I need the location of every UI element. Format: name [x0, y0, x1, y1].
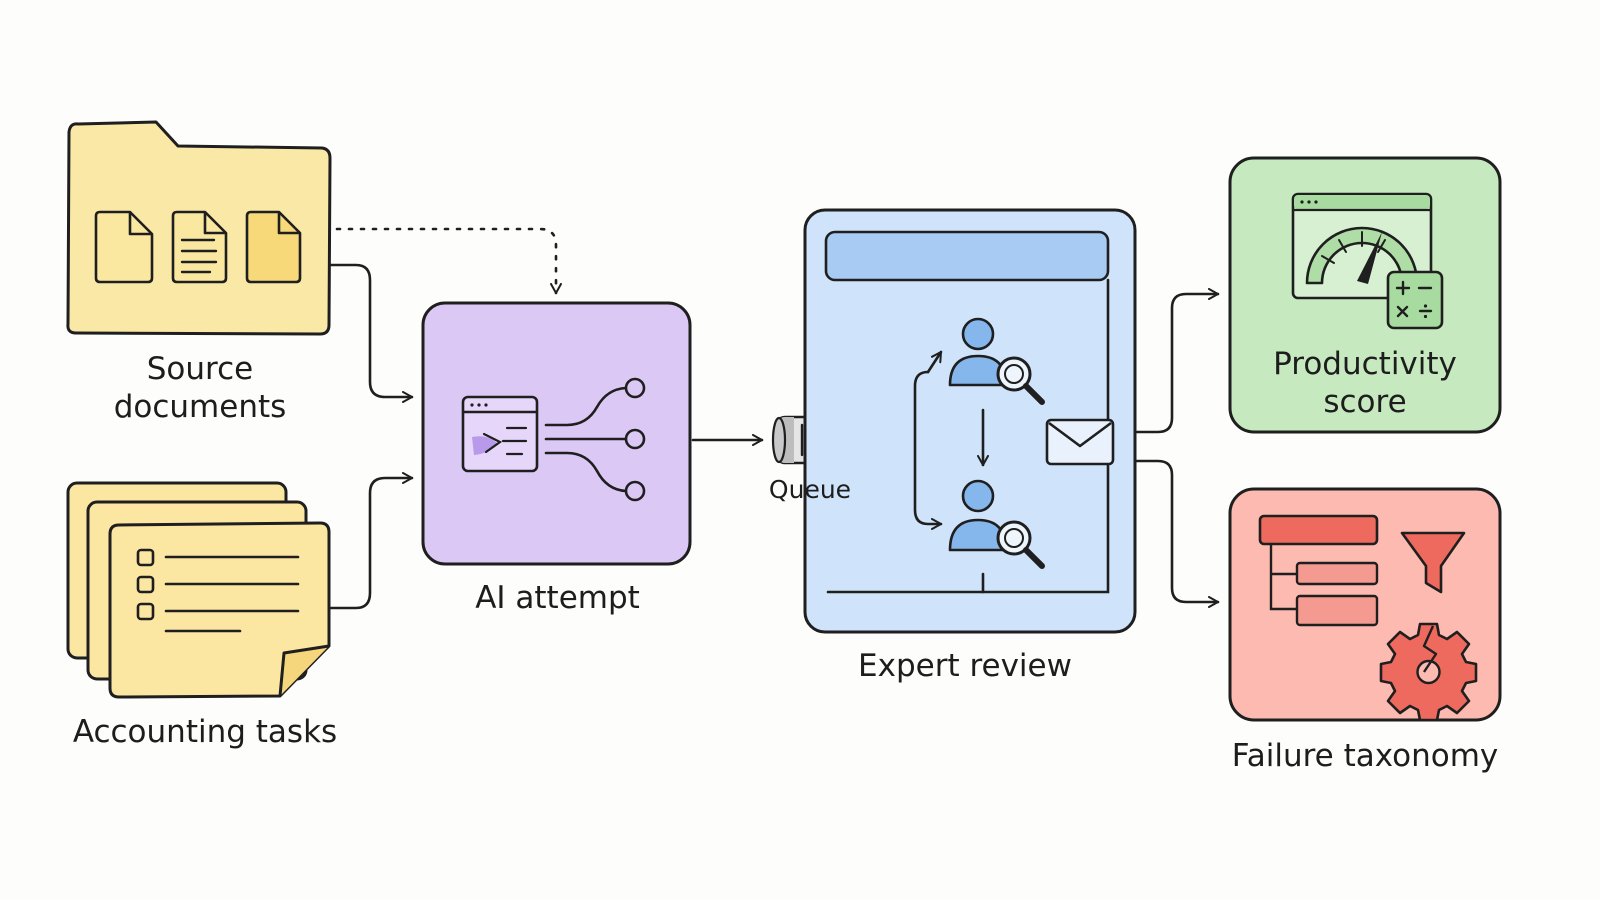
document-icon: [171, 210, 228, 284]
reviewer-icon: [948, 479, 1045, 569]
productivity-score-box: [1228, 156, 1502, 434]
documents-to-ai-arrow: [329, 263, 414, 403]
document-icon: [94, 210, 154, 284]
dotted-connector: [335, 227, 562, 295]
source-documents-label: Source documents: [113, 351, 287, 425]
ai-attempt-box: [421, 301, 692, 566]
document-icon: [245, 210, 302, 284]
productivity-score-label: Productivity score: [1273, 346, 1457, 420]
reviewer-icon: [948, 317, 1045, 405]
review-branch-lines: [913, 350, 989, 530]
accounting-tasks-stack: [66, 481, 331, 699]
connectors-inputs: [329, 227, 562, 610]
failure-taxonomy-box: [1228, 487, 1502, 722]
failure-taxonomy-label: Failure taxonomy: [1231, 738, 1499, 774]
accounting-tasks-label: Accounting tasks: [72, 714, 338, 750]
review-to-productivity-arrow: [1135, 288, 1220, 434]
expert-review-label: Expert review: [858, 648, 1072, 684]
calculator-icon: [1386, 270, 1444, 330]
hierarchy-icon: [1258, 514, 1379, 627]
branch-icon: [544, 377, 646, 502]
queue-label: Queue: [768, 475, 852, 504]
connectors-outputs: [1135, 288, 1220, 608]
magnifier-icon: [996, 356, 1045, 405]
review-to-failure-arrow: [1135, 459, 1220, 608]
magnifier-icon: [996, 520, 1045, 569]
ai-attempt-label: AI attempt: [475, 580, 640, 616]
funnel-icon: [1400, 531, 1466, 594]
expert-review-box: [803, 208, 1137, 634]
envelope-icon: [1045, 418, 1115, 466]
source-documents-folder: [66, 120, 332, 336]
tasks-to-ai-arrow: [329, 472, 414, 610]
broken-gear-icon: [1379, 622, 1478, 722]
terminal-window-icon: [461, 395, 539, 473]
